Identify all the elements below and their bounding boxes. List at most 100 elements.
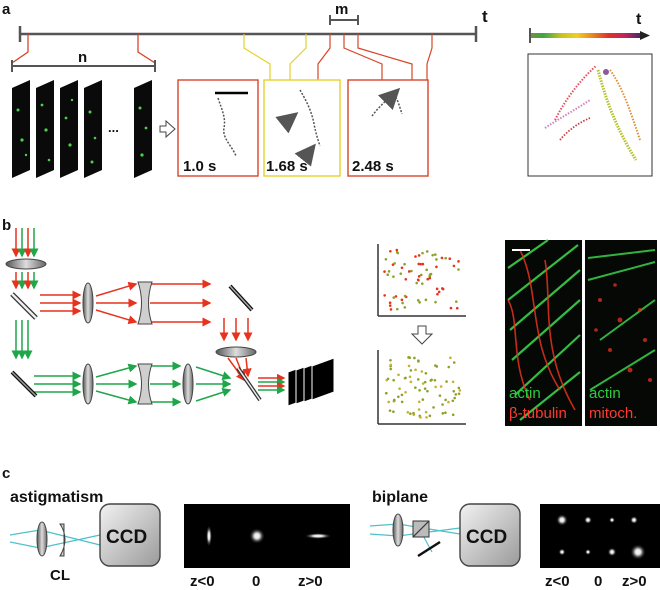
- localization-dot: [387, 270, 391, 273]
- localization-dot: [404, 376, 407, 380]
- localization-dot: [404, 277, 408, 281]
- localization-dot: [448, 257, 452, 261]
- localization-dot: [431, 253, 434, 257]
- time-axis-label: t: [482, 7, 488, 26]
- localization-dot: [397, 373, 400, 377]
- localization-dot: [441, 403, 444, 406]
- localization-dot: [414, 255, 417, 258]
- localization-dot: [388, 409, 392, 412]
- localization-dot: [413, 356, 416, 360]
- m-label: m: [335, 1, 348, 18]
- localization-dot: [452, 361, 456, 364]
- localization-dot: [403, 262, 406, 266]
- image2-label-red: mitoch.: [589, 405, 637, 422]
- localization-dot: [425, 416, 428, 419]
- localization-dot: [429, 272, 433, 276]
- localization-dot: [404, 390, 407, 394]
- reconstruction-frame-3: 2.48 s: [347, 79, 429, 177]
- localization-dot: [389, 367, 393, 371]
- red-guide-mid: [343, 34, 383, 80]
- frame-1-time: 1.0 s: [183, 158, 216, 175]
- localization-dot: [425, 250, 429, 253]
- localization-dot: [444, 256, 447, 260]
- localization-dot: [451, 380, 455, 384]
- localization-dot: [389, 358, 392, 362]
- localization-dot: [439, 385, 443, 388]
- localization-dot: [385, 391, 388, 395]
- biplane-axis-zero: 0: [594, 573, 602, 590]
- localization-dot: [414, 368, 417, 372]
- localization-dot: [400, 393, 404, 397]
- localization-dot: [434, 385, 437, 389]
- localization-dot: [395, 250, 399, 254]
- localization-dot: [452, 389, 456, 393]
- localization-dot: [419, 262, 423, 266]
- localization-dot: [447, 400, 450, 404]
- biplane-setup: biplane CCD: [369, 489, 521, 567]
- localization-dot: [394, 295, 398, 298]
- localization-plot-registered: [377, 350, 466, 425]
- localization-dot: [421, 251, 424, 255]
- localization-dot: [444, 411, 447, 415]
- image2-label-green: actin: [589, 385, 621, 402]
- localization-dot: [417, 400, 421, 404]
- red-guide-left: [317, 34, 331, 80]
- localization-dot: [433, 378, 437, 382]
- localization-dot: [452, 264, 456, 268]
- localization-dot: [451, 413, 455, 417]
- localization-dot: [423, 387, 427, 390]
- astig-axis-neg: z<0: [190, 573, 215, 590]
- astigmatism-setup: astigmatism CL CCD: [9, 489, 161, 584]
- localization-dot: [435, 287, 439, 291]
- localization-dot: [457, 386, 461, 390]
- localization-dot: [419, 416, 422, 419]
- localization-dot: [436, 292, 439, 296]
- microscopy-image-actin-mitoch: actin mitoch.: [585, 240, 657, 426]
- biplane-title: biplane: [372, 489, 428, 506]
- localization-dot: [407, 270, 411, 273]
- localization-dot: [384, 257, 388, 261]
- localization-dot: [416, 299, 420, 302]
- panel-c-letter: c: [2, 465, 10, 482]
- localization-dot: [395, 307, 399, 311]
- localization-dot: [424, 371, 428, 375]
- localization-dot: [383, 294, 386, 297]
- image1-label-red: β-tubulin: [509, 405, 567, 422]
- localization-dot: [389, 249, 392, 253]
- frame-3-time: 2.48 s: [352, 158, 394, 175]
- biplane-axis-pos: z>0: [622, 573, 647, 590]
- localization-dot: [388, 301, 392, 305]
- localization-dot: [435, 365, 439, 368]
- localization-dot: [400, 298, 404, 302]
- reconstruction-frame-2: 1.68 s: [263, 79, 341, 177]
- localization-dot: [409, 412, 412, 415]
- localization-dot: [383, 270, 386, 273]
- astigmatism-psf-image: z<0 0 z>0: [184, 504, 350, 590]
- localization-dot: [398, 387, 401, 391]
- localization-dot: [425, 268, 428, 272]
- localization-dot: [412, 411, 415, 415]
- localization-dot: [438, 394, 442, 397]
- image1-label-green: actin: [509, 385, 541, 402]
- localization-dot: [415, 281, 419, 285]
- localization-dot: [417, 360, 420, 363]
- localization-dot: [417, 275, 421, 278]
- localization-dot: [409, 369, 413, 372]
- panel-b-letter: b: [2, 217, 11, 234]
- time-axis: t: [18, 7, 488, 42]
- localization-plot-two-color: [377, 244, 466, 317]
- astig-ccd-label: CCD: [106, 527, 147, 548]
- localization-dot: [420, 282, 424, 285]
- localization-dot: [409, 380, 413, 384]
- m-bracket: m: [329, 1, 359, 25]
- localization-dot: [395, 248, 399, 252]
- localization-dot: [430, 378, 433, 382]
- n-label: n: [78, 49, 87, 66]
- localization-dot: [401, 301, 404, 305]
- localization-dot: [434, 300, 437, 304]
- localization-dot: [426, 277, 430, 281]
- yellow-guide-right: [289, 34, 307, 80]
- raw-frame-stack: ...: [12, 80, 152, 178]
- cl-label: CL: [50, 567, 70, 584]
- astig-axis-zero: 0: [252, 573, 260, 590]
